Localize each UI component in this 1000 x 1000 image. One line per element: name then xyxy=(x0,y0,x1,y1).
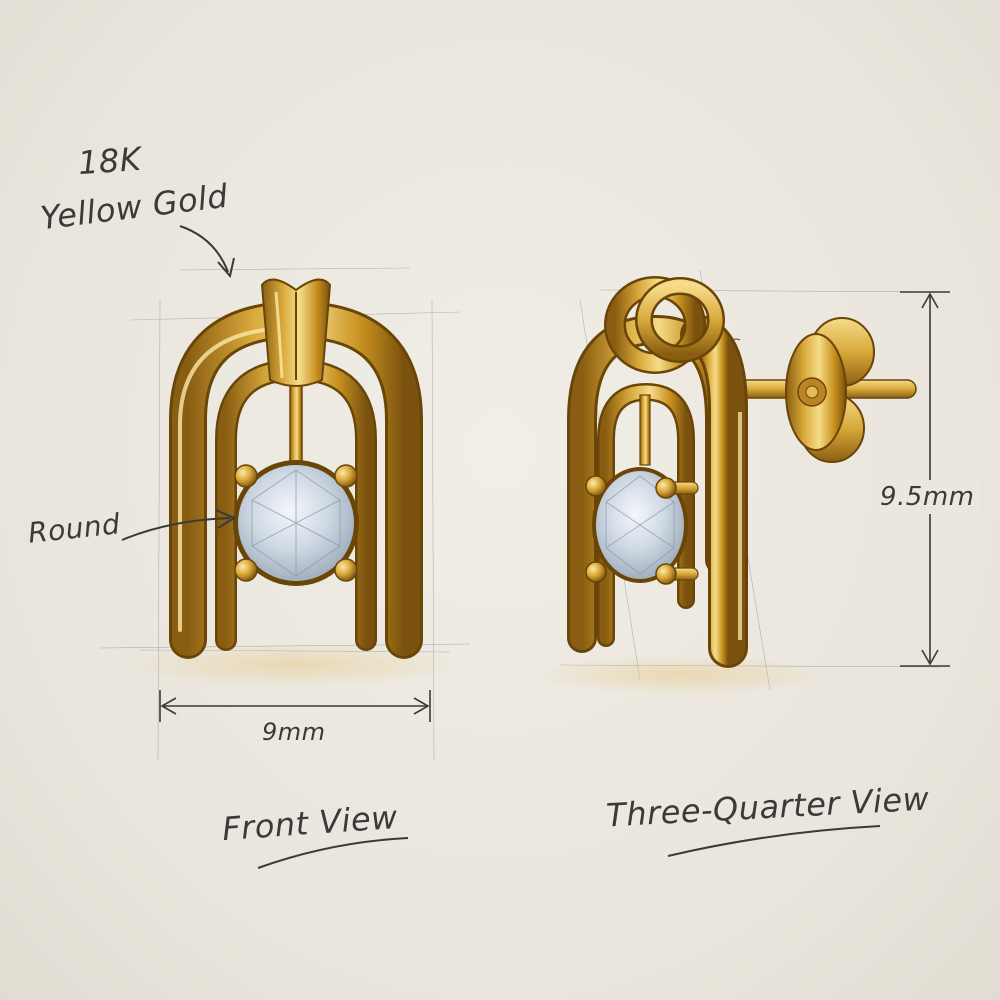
height-dimension-line xyxy=(900,291,950,667)
stone-arrow-head xyxy=(215,509,237,529)
stone-arrow xyxy=(121,517,231,541)
front-prong xyxy=(234,558,258,582)
front-prong xyxy=(334,558,358,582)
three-quarter-prong xyxy=(655,563,677,585)
three-quarter-bail xyxy=(604,276,725,374)
material-karat-label: 18K xyxy=(76,139,143,183)
three-quarter-inner-arch xyxy=(599,385,693,645)
three-quarter-view-drawing xyxy=(530,269,951,695)
front-prong xyxy=(334,464,358,488)
three-quarter-prong xyxy=(655,477,677,499)
height-dimension-label: 9.5mm xyxy=(876,480,979,514)
three-quarter-view-underline xyxy=(667,825,881,857)
front-prong xyxy=(234,464,258,488)
three-quarter-prong xyxy=(585,561,607,583)
front-view-underline xyxy=(257,837,409,869)
material-arrow-head xyxy=(217,257,235,279)
material-arrow xyxy=(179,225,229,273)
width-dimension-label: 9mm xyxy=(262,718,326,746)
earring-back xyxy=(785,317,875,463)
three-quarter-prong xyxy=(585,475,607,497)
width-dimension-line xyxy=(159,690,431,722)
front-view-drawing xyxy=(99,267,471,761)
three-quarter-shadow xyxy=(530,655,830,695)
front-drop-rod xyxy=(289,379,303,467)
front-shadow xyxy=(125,643,465,687)
